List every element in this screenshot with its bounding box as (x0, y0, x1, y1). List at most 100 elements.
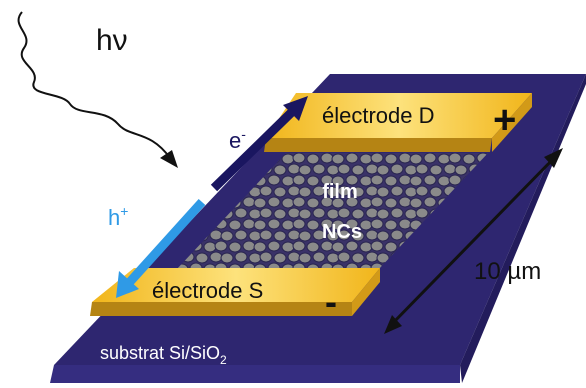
nanocrystal-dot (398, 196, 412, 208)
nanocrystal-dot (298, 252, 312, 264)
nanocrystal-dot (359, 241, 373, 253)
nanocrystal-dot (292, 174, 306, 186)
nanocrystal-dot (398, 153, 412, 164)
electron-label-main: e (229, 128, 241, 153)
nanocrystal-dot (234, 207, 248, 219)
nanocrystal-dot (409, 175, 423, 187)
nanocrystal-dot (176, 153, 189, 165)
nanocrystal-dot (365, 229, 379, 241)
nanocrystal-dot (203, 241, 217, 253)
nanocrystal-dot (209, 163, 223, 175)
nanocrystal-dot (429, 164, 443, 176)
nanocrystal-dot (281, 219, 295, 231)
nanocrystal-dot (351, 230, 365, 242)
nanocrystal-dot (437, 153, 451, 165)
nanocrystal-dot (195, 252, 209, 264)
nanocrystal-dot (390, 185, 404, 197)
electron-label-sup: - (241, 126, 246, 142)
substrate-right-edge (460, 74, 586, 383)
electrode-s-polarity: - (325, 281, 337, 322)
nanocrystal-dot (409, 197, 423, 209)
nanocrystal-dot (390, 229, 404, 241)
nanocrystal-dot (326, 208, 340, 220)
nanocrystal-dot (345, 196, 359, 208)
nanocrystal-dot (287, 185, 301, 197)
nanocrystal-dot (326, 252, 340, 264)
nanocrystal-dot (359, 175, 373, 187)
nanocrystal-dot (281, 153, 295, 165)
nanocrystal-dot (287, 163, 301, 175)
nanocrystal-dot (404, 164, 418, 176)
electrode-d-polarity: + (493, 98, 516, 142)
nanocrystal-dot (398, 174, 412, 186)
nanocrystal-dot (189, 174, 203, 186)
nanocrystal-dot (370, 174, 384, 186)
nanocrystal-dot (176, 197, 189, 209)
nanocrystal-dot (376, 186, 390, 198)
nanocrystal-dot (337, 163, 351, 175)
nanocrystal-dot (448, 153, 462, 164)
electrode-d-top (266, 93, 532, 138)
nanocrystal-dot (209, 251, 223, 263)
nanocrystal-dot (359, 153, 373, 165)
nanocrystal-dot (242, 240, 256, 252)
nanocrystal-dot (345, 240, 359, 252)
nanocrystal-dot (337, 185, 351, 197)
nanocrystal-dot (228, 219, 242, 231)
nanocrystal-dot (320, 153, 334, 164)
nanocrystal-dot (337, 229, 351, 241)
nanocrystal-dot (370, 218, 384, 230)
nanocrystal-dot (312, 251, 326, 263)
nanocrystal-dot (253, 219, 267, 231)
nanocrystal-dot (312, 185, 326, 197)
nanocrystal-dot (292, 218, 306, 230)
nanocrystal-dot (181, 185, 195, 197)
substrate-label-main: substrat Si/SiO (100, 343, 220, 363)
nanocrystal-dot (312, 207, 326, 219)
nanocrystal-dot (259, 207, 273, 219)
electrode-d-side (492, 93, 532, 152)
nanocrystal-dot (248, 230, 262, 242)
nanocrystal-dot (376, 252, 390, 264)
nanocrystal-dot (267, 196, 281, 208)
nanocrystal-dot (253, 241, 267, 253)
hole-label-sup: + (120, 203, 128, 219)
nanocrystal-dot (312, 229, 326, 241)
nanocrystal-dot (176, 208, 184, 220)
substrate-front-face (50, 365, 460, 383)
nanocrystal-dot (273, 252, 287, 264)
nanocrystal-dot (203, 153, 217, 165)
nanocrystal-dot (454, 164, 468, 176)
hole-label-main: h (108, 205, 120, 230)
electrode-d-label: électrode D (322, 103, 435, 128)
nanocrystal-dot (306, 175, 320, 187)
nanocrystal-dot (331, 241, 345, 253)
nanocrystal-dot (384, 175, 398, 187)
nanocrystal-dot (248, 252, 262, 264)
nanocrystal-dot (176, 186, 184, 198)
nanocrystal-dot (195, 164, 209, 176)
nanocrystal-dot (448, 174, 462, 186)
nanocrystal-dot (242, 196, 256, 208)
nanocrystal-dot (384, 241, 398, 253)
hole-arrow (116, 198, 206, 298)
photon-label: hν (96, 24, 128, 57)
nanocrystal-dot (415, 163, 429, 175)
nanocrystal-dot (337, 251, 351, 263)
nanocrystal-dot (390, 163, 404, 175)
nanocrystal-dot (376, 208, 390, 220)
nanocrystal-dot (281, 197, 295, 209)
nanocrystal-dot (298, 186, 312, 198)
film-label-line2: NCs (322, 221, 362, 243)
nanocrystal-dot (214, 153, 228, 164)
nanocrystal-dot (267, 174, 281, 186)
electrode-d-front (264, 138, 492, 152)
nanocrystal-dot (220, 252, 234, 264)
nanocrystal-dot (404, 186, 418, 198)
nanocrystal-dot (234, 251, 248, 263)
electrode-s-side (352, 268, 380, 316)
nanocrystal-dot (242, 218, 256, 230)
nanocrystal-dot (189, 153, 203, 164)
